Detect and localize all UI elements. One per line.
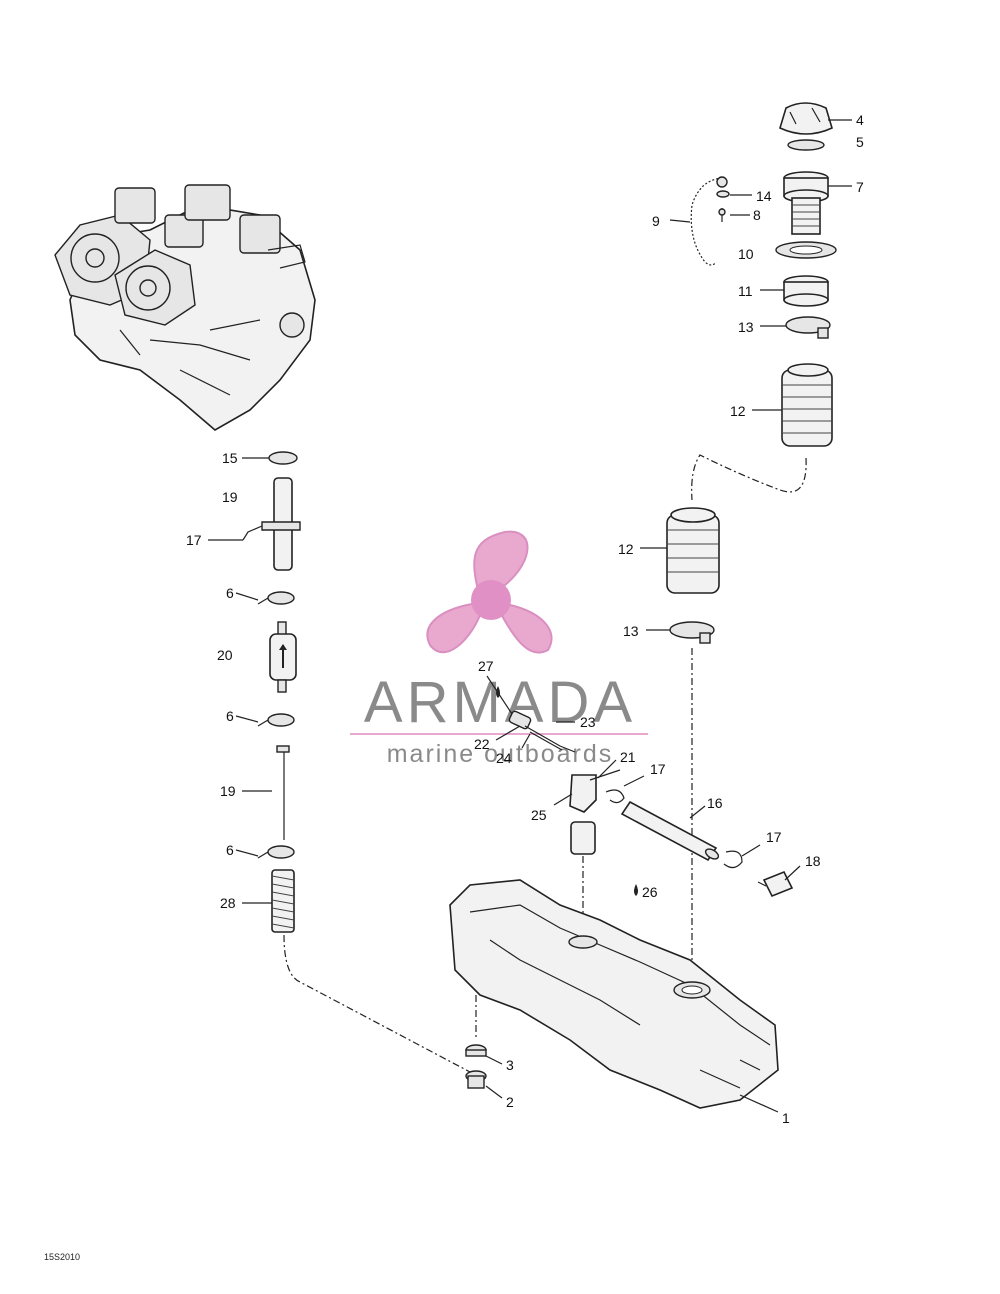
callout-20: 20	[217, 647, 233, 663]
callout-7: 7	[856, 179, 864, 195]
callout-23: 23	[580, 714, 596, 730]
callout-10: 10	[738, 246, 754, 262]
callout-8: 8	[753, 207, 761, 223]
callout-15: 15	[222, 450, 238, 466]
centerline-upper	[691, 454, 807, 501]
cap-gasket-5	[787, 139, 825, 151]
hose-12-lower	[666, 507, 720, 594]
watermark-tagline: marine outboards	[387, 740, 614, 768]
fuel-cap-4	[779, 102, 833, 135]
callout-11: 11	[738, 283, 753, 299]
callout-14: 14	[756, 188, 772, 204]
figure-code: 15S2010	[44, 1252, 80, 1262]
clip-21	[589, 769, 621, 781]
hose-12-upper	[781, 363, 833, 447]
grommet-3	[465, 1044, 487, 1057]
adhesive-drop-icon	[634, 884, 638, 896]
washer-14	[716, 190, 730, 198]
callout-19: 19	[222, 489, 238, 505]
callout-17: 17	[650, 761, 666, 777]
clamp-13-upper	[785, 316, 831, 339]
clamp-6-b	[257, 713, 295, 727]
callout-6: 6	[226, 842, 234, 858]
tether-chain-9	[690, 176, 728, 266]
clamp-13-lower	[669, 621, 715, 644]
callout-4: 4	[856, 112, 864, 128]
callout-27: 27	[478, 658, 494, 674]
grommet-pickup	[570, 821, 596, 855]
leader-lines	[208, 119, 852, 1113]
filler-neck-7	[783, 171, 829, 235]
gasket-10	[775, 241, 837, 259]
hose-19-lower	[276, 745, 290, 840]
callout-24: 24	[496, 750, 512, 766]
callout-25: 25	[531, 807, 547, 823]
callout-2: 2	[506, 1094, 514, 1110]
callouts: 4 5 7 14 8 9 10 11 13 12 12 13 15 19 17 …	[186, 112, 864, 1126]
clamp-15	[268, 451, 298, 465]
clip-17-b	[605, 789, 625, 804]
callout-21: 21	[620, 749, 636, 765]
engine-illustration	[54, 184, 316, 431]
clamp-6-c	[257, 845, 295, 859]
callout-19: 19	[220, 783, 236, 799]
valve-18	[757, 870, 794, 898]
callout-6: 6	[226, 585, 234, 601]
callout-17: 17	[186, 532, 202, 548]
fitting-2	[465, 1070, 487, 1089]
callout-6: 6	[226, 708, 234, 724]
clamp-17-left	[242, 521, 301, 541]
vent-hose-16	[620, 800, 720, 862]
fuel-filter-20	[269, 621, 297, 693]
clip-17-c	[723, 850, 743, 869]
fuel-tank-1	[449, 879, 779, 1109]
propeller-logo-icon	[426, 530, 553, 654]
check-valve-22	[508, 710, 532, 730]
callout-13: 13	[738, 319, 754, 335]
watermark: ARMADA marine outboards	[350, 530, 648, 768]
callout-12: 12	[730, 403, 746, 419]
callout-12: 12	[618, 541, 634, 557]
callout-18: 18	[805, 853, 821, 869]
callout-1: 1	[782, 1110, 790, 1126]
callout-5: 5	[856, 134, 864, 150]
callout-3: 3	[506, 1057, 514, 1073]
spring-28	[271, 869, 295, 933]
callout-28: 28	[220, 895, 236, 911]
watermark-brand: ARMADA	[364, 670, 636, 735]
screw-8	[718, 208, 726, 222]
centerline-fuel-line	[283, 934, 471, 1073]
callout-9: 9	[652, 213, 660, 229]
clamp-6-a	[257, 591, 295, 605]
callout-22: 22	[474, 736, 490, 752]
callout-16: 16	[707, 795, 723, 811]
fitting-23-24	[524, 725, 576, 753]
nut-11	[783, 275, 829, 307]
callout-13: 13	[623, 623, 639, 639]
callout-17: 17	[766, 829, 782, 845]
callout-26: 26	[642, 884, 658, 900]
elbow-25	[569, 774, 597, 813]
